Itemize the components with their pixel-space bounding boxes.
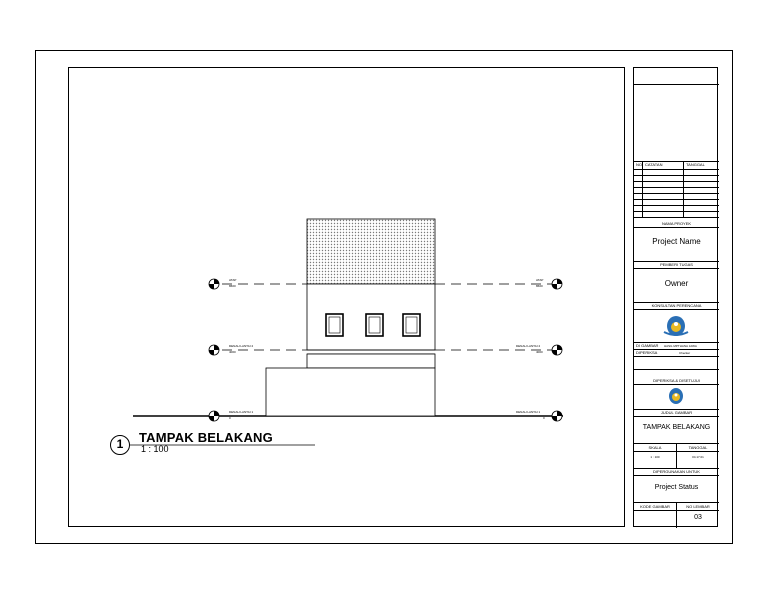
level-elevation-atap-left: 8600: [229, 284, 236, 288]
window: [325, 313, 344, 337]
divider: [634, 175, 719, 176]
divider: [634, 510, 719, 511]
level-name-atap-right: ATAP: [536, 278, 544, 282]
divider: [634, 217, 719, 218]
dipergunakan-label: DIPERGUNAKAN UNTUK: [653, 469, 700, 474]
judul-gambar-label: JUDUL GAMBAR: [660, 410, 693, 415]
tanggal-value: 04.17.01: [692, 455, 704, 459]
digambar-value: HASIL MPTHANA JAWA: [664, 344, 697, 348]
level-marker-icon: [551, 410, 563, 422]
skala-label: SKALA: [648, 445, 662, 450]
divider: [634, 84, 719, 85]
level-name-lantai-1-left: DENAH LANTAI 1: [229, 410, 254, 414]
divider: [634, 161, 719, 162]
level-name-lantai-1-right: DENAH LANTAI 1: [516, 410, 541, 414]
divider: [634, 169, 719, 170]
tanggal-label: TANGGAL: [688, 445, 708, 450]
level-marker-icon: [551, 278, 563, 290]
divider: [634, 199, 719, 200]
divider: [634, 205, 719, 206]
drawing-frame: [68, 67, 625, 527]
window: [402, 313, 421, 337]
revision-header-catatan: CATATAN: [645, 162, 663, 167]
diperiksa-value: Checker: [679, 351, 691, 355]
owner-name: Owner: [664, 279, 689, 288]
no-lembar-label: NO LEMBAR: [686, 504, 710, 509]
drawing-sheet-border: [35, 50, 733, 544]
divider: [642, 161, 643, 217]
lower-wall-upper: [306, 353, 436, 369]
revision-header-no: NO: [636, 162, 642, 167]
level-name-atap-left: ATAP: [229, 278, 237, 282]
consultant-logo-icon: [663, 316, 689, 336]
level-elevation-atap-right: 8600: [536, 284, 543, 288]
level-name-lantai-2-left: DENAH LANTAI 2: [229, 344, 254, 348]
diperiksa-disetujui-label: DIPERIKSA & DISETUJUI: [653, 378, 700, 383]
divider: [634, 369, 719, 370]
approval-logo-icon: [669, 388, 683, 404]
divider: [634, 261, 719, 262]
divider: [634, 384, 719, 385]
no-lembar-value: 03: [694, 514, 702, 521]
roof-hatch: [306, 218, 436, 285]
divider: [634, 468, 719, 469]
divider: [676, 443, 677, 468]
divider: [634, 356, 719, 357]
judul-gambar: TAMPAK BELAKANG: [642, 424, 711, 431]
nama-proyek-label: NAMA PROYEK: [661, 221, 692, 226]
level-elevation-lantai-2-right: 4000: [536, 350, 543, 354]
title-block: NO CATATAN TANGGAL NAMA PROYEK Project N…: [633, 67, 719, 528]
divider: [634, 309, 719, 310]
view-title: TAMPAK BELAKANG: [139, 430, 273, 445]
divider: [634, 302, 719, 303]
divider: [634, 193, 719, 194]
divider: [634, 211, 719, 212]
divider: [634, 268, 719, 269]
divider: [634, 187, 719, 188]
divider: [634, 349, 719, 350]
project-status: Project Status: [654, 484, 699, 491]
view-number-badge: 1: [110, 435, 130, 455]
level-marker-icon: [208, 344, 220, 356]
divider: [634, 409, 719, 410]
konsultan-label: KONSULTAN PERENCANA: [651, 303, 702, 308]
divider: [683, 161, 684, 217]
divider: [676, 502, 677, 528]
level-elevation-lantai-1-right: 0: [543, 416, 545, 420]
level-marker-icon: [208, 278, 220, 290]
divider: [634, 181, 719, 182]
level-name-lantai-2-right: DENAH LANTAI 2: [516, 344, 541, 348]
kode-gambar-label: KODE GAMBAR: [640, 504, 670, 509]
divider: [634, 475, 719, 476]
digambar-label: DI GAMBAR: [636, 343, 659, 348]
diperiksa-label: DIPERIKSA: [636, 350, 658, 355]
pemberi-tugas-label: PEMBERI TUGAS: [660, 262, 693, 267]
window: [365, 313, 384, 337]
revision-header-tanggal: TANGGAL: [686, 162, 705, 167]
skala-value: 1 : 100: [650, 455, 660, 459]
project-name: Project Name: [652, 237, 701, 246]
level-elevation-lantai-1-left: 0: [229, 416, 231, 420]
view-scale: 1 : 100: [141, 444, 169, 454]
divider: [634, 416, 719, 417]
divider: [634, 342, 719, 343]
level-marker-icon: [208, 410, 220, 422]
divider: [634, 227, 719, 228]
lower-floor-wall: [265, 367, 436, 417]
level-elevation-lantai-2-left: 4000: [229, 350, 236, 354]
level-marker-icon: [551, 344, 563, 356]
